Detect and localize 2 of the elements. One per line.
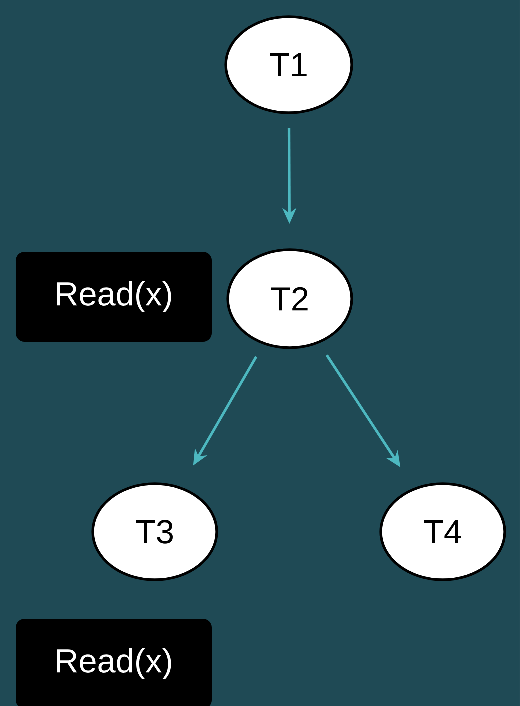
operation-label: Read(x) xyxy=(16,619,212,706)
operation-label: Read(x) xyxy=(16,252,212,342)
